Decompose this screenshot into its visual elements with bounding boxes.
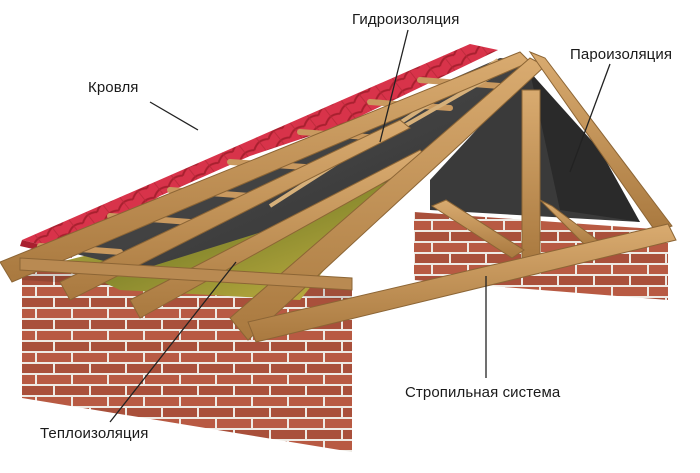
leader-paroizolyatsiya (569, 63, 611, 173)
leader-lines (109, 29, 611, 423)
leader-teploizolyatsiya (109, 261, 237, 423)
king-post (521, 89, 541, 263)
label-roofing: Кровля (88, 79, 139, 96)
vapor-barrier-shade (530, 72, 640, 222)
label-waterproofing: Гидроизоляция (352, 11, 460, 28)
rafter-right (528, 50, 673, 233)
roof-tiles (22, 44, 498, 252)
label-thermal-insulation: Теплоизоляция (40, 425, 149, 442)
strut-left (430, 199, 525, 259)
leader-krovlya (149, 101, 199, 131)
label-rafter-system: Стропильная система (405, 384, 561, 401)
wall-plate (19, 257, 353, 291)
leader-gidroizolyatsiya (379, 29, 409, 143)
label-vapor-barrier: Пароизоляция (570, 46, 673, 63)
tie-beam (247, 223, 677, 343)
